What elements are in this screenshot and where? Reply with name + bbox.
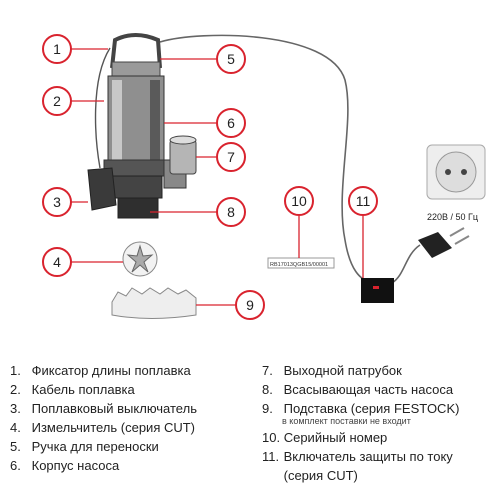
- callout-circle-9: [235, 290, 265, 320]
- legend-text: (серия CUT): [283, 468, 358, 483]
- outlet-pipe: [163, 135, 197, 189]
- legend-text: Ручка для переноски: [31, 439, 159, 454]
- callout-circle-4: [42, 247, 72, 277]
- legend-number: 9.: [262, 401, 273, 416]
- pump-handle: [110, 33, 162, 77]
- legend-number: 10.: [262, 430, 281, 445]
- voltage-label: 220В / 50 Гц: [427, 212, 478, 222]
- legend-number: 2.: [10, 382, 21, 397]
- callout-circle-6: [216, 108, 246, 138]
- callout-number-4: 4: [53, 254, 61, 270]
- callout-circle-10: [284, 186, 314, 216]
- legend-number: 7.: [262, 363, 273, 378]
- pump-diagram: 220В / 50 Гц RB17013QGB15/00001 1 2 3 4 5 6 7 8…: [42, 33, 486, 320]
- rcd-indicator: [373, 286, 379, 289]
- legend-item: 6. Корпус насоса: [10, 456, 197, 475]
- callout-number-11: 11: [356, 193, 371, 209]
- serial-tag: RB17013QGB15/00001: [267, 257, 335, 269]
- power-plug: [418, 227, 470, 258]
- pump-body: [103, 75, 169, 219]
- legend-number: 11.: [262, 449, 280, 464]
- legend-item: 10. Серийный номер: [262, 428, 459, 447]
- macerator: [122, 241, 158, 277]
- legend-number: 8.: [262, 382, 273, 397]
- callout-circle-1: [42, 34, 72, 64]
- callout-number-6: 6: [227, 115, 235, 131]
- legend-number: 3.: [10, 401, 21, 416]
- legend-number: 5.: [10, 439, 21, 454]
- legend-number: 4.: [10, 420, 21, 435]
- legend-text: Корпус насоса: [31, 458, 120, 473]
- legend-text: Кабель поплавка: [31, 382, 135, 397]
- legend-item: 8. Всасывающая часть насоса: [262, 380, 459, 399]
- legend-item: 9. Подставка (серия FESTOCK): [262, 399, 459, 418]
- legend-item: 11. Включатель защиты по току: [262, 447, 459, 466]
- float-cable: [94, 47, 111, 169]
- leader-lines: [71, 48, 364, 306]
- legend-item: 1. Фиксатор длины поплавка: [10, 361, 197, 380]
- legend-item: 7. Выходной патрубок: [262, 361, 459, 380]
- callout-number-1: 1: [53, 41, 61, 57]
- callout-circle-3: [42, 187, 72, 217]
- callout-circle-7: [216, 142, 246, 172]
- legend-text: Измельчитель (серия CUT): [31, 420, 196, 435]
- legend-text: Поплавковый выключатель: [31, 401, 197, 416]
- callout-number-2: 2: [53, 93, 61, 109]
- legend-text: Фиксатор длины поплавка: [31, 363, 191, 378]
- legend-item: 4. Измельчитель (серия CUT): [10, 418, 197, 437]
- legend-item: 2. Кабель поплавка: [10, 380, 197, 399]
- callouts: 1 2 3 4 5 6 7 8 9 10 11: [42, 34, 378, 320]
- legend-text: Подставка (серия FESTOCK): [283, 401, 460, 416]
- svg-text:RB17013QGB15/00001: RB17013QGB15/00001: [270, 262, 328, 268]
- callout-number-9: 9: [246, 297, 254, 313]
- legend-number: 1.: [10, 363, 21, 378]
- callout-number-10: 10: [291, 193, 307, 209]
- callout-circle-2: [42, 86, 72, 116]
- wall-socket: [426, 144, 486, 200]
- legend-item: 5. Ручка для переноски: [10, 437, 197, 456]
- float-switch: [87, 167, 117, 211]
- legend-text: Выходной патрубок: [283, 363, 402, 378]
- stand: [111, 287, 197, 319]
- legend-text: Всасывающая часть насоса: [283, 382, 454, 397]
- callout-number-3: 3: [53, 194, 61, 210]
- legend-item: (серия CUT): [262, 466, 459, 485]
- legend-text: Серийный номер: [283, 430, 388, 445]
- callout-number-7: 7: [227, 149, 235, 165]
- callout-circle-8: [216, 197, 246, 227]
- power-cable: [159, 34, 373, 284]
- callout-number-5: 5: [227, 51, 235, 67]
- current-protection-switch: [361, 278, 394, 303]
- legend-text: Включатель защиты по току: [283, 449, 453, 464]
- callout-number-8: 8: [227, 204, 235, 220]
- callout-circle-5: [216, 44, 246, 74]
- callout-circle-11: [348, 186, 378, 216]
- legend-number: 6.: [10, 458, 21, 473]
- legend-item: 3. Поплавковый выключатель: [10, 399, 197, 418]
- legend-note: в комплект поставки не входит: [282, 416, 411, 426]
- power-cable-2: [391, 244, 421, 284]
